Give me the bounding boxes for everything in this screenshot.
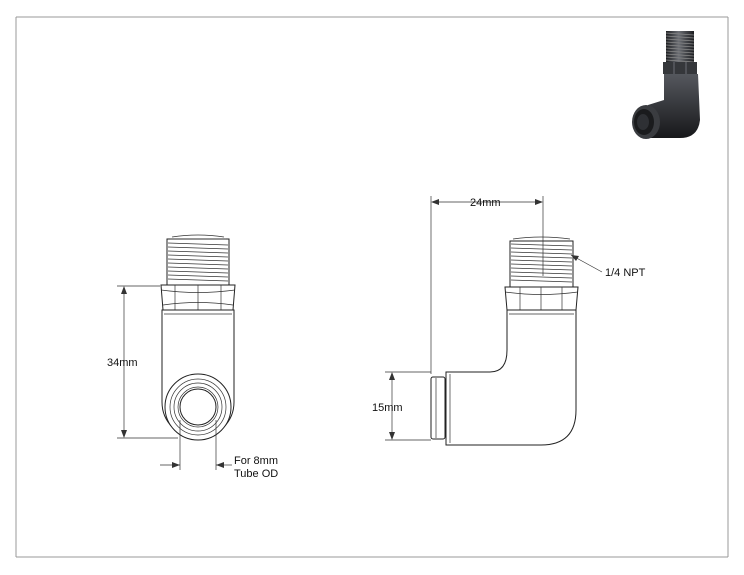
side-tube-collet <box>430 376 446 440</box>
thread-line <box>510 263 573 267</box>
dim-body-length: 34mm <box>107 285 178 439</box>
thread-line <box>167 254 229 258</box>
thread-label: 1/4 NPT <box>605 267 646 279</box>
thread-line <box>665 44 695 48</box>
thread-line <box>510 259 573 263</box>
thread-line <box>510 251 573 255</box>
thread-line <box>510 279 573 283</box>
tube-od-label-line1: For 8mm <box>234 455 278 467</box>
front-hex-nut <box>160 284 236 311</box>
front-thread <box>166 234 230 286</box>
thread-line <box>665 32 695 36</box>
thread-line <box>167 266 229 270</box>
thread-line <box>665 53 695 57</box>
side-view <box>430 236 579 446</box>
side-elbow-body <box>445 309 577 446</box>
thread-line <box>510 271 573 275</box>
thread-line <box>510 255 573 259</box>
thread-line <box>167 246 229 250</box>
thread-line <box>665 59 695 63</box>
dim-tube-height: 15mm <box>372 371 431 441</box>
thread-line <box>167 274 229 278</box>
thread-line <box>167 242 229 246</box>
thread-line <box>510 267 573 271</box>
front-view <box>160 234 236 441</box>
tube-od-label-line2: Tube OD <box>234 468 278 480</box>
thread-line <box>167 250 229 254</box>
front-tube-port <box>164 373 232 441</box>
thread-line <box>510 247 573 251</box>
dim-tube-od: For 8mm Tube OD <box>160 420 278 480</box>
thread-line <box>167 258 229 262</box>
thread-line <box>167 278 229 282</box>
fitting-3d-render-icon <box>632 31 700 139</box>
thread-line <box>167 262 229 266</box>
thread-line <box>510 243 573 247</box>
side-hex-nut <box>504 286 579 311</box>
thread-line <box>665 50 695 54</box>
dim-overall-width: 24mm <box>430 196 544 374</box>
thread-line <box>167 270 229 274</box>
thread-line <box>665 35 695 39</box>
body-length-label: 34mm <box>107 357 138 369</box>
dim-thread-callout: 1/4 NPT <box>570 254 646 279</box>
overall-width-label: 24mm <box>470 197 501 209</box>
thread-line <box>665 47 695 51</box>
sheet-border <box>15 16 729 558</box>
thread-line <box>510 275 573 279</box>
thread-line <box>665 41 695 45</box>
side-thread <box>509 236 574 288</box>
tube-height-label: 15mm <box>372 402 403 414</box>
thread-line <box>665 56 695 60</box>
thread-line <box>665 38 695 42</box>
